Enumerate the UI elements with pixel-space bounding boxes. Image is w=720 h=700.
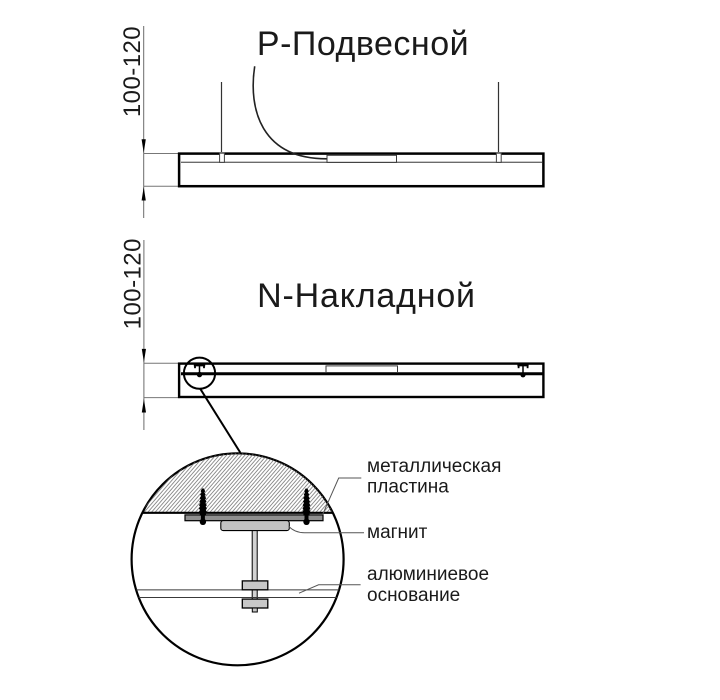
- svg-text:пластина: пластина: [367, 477, 449, 498]
- svg-text:Р-Подвесной: Р-Подвесной: [257, 25, 469, 63]
- svg-text:основание: основание: [367, 585, 460, 606]
- svg-text:алюминиевое: алюминиевое: [367, 564, 489, 585]
- svg-text:100-120: 100-120: [119, 26, 146, 117]
- svg-text:металлическая: металлическая: [367, 456, 501, 477]
- svg-text:100-120: 100-120: [119, 238, 146, 329]
- svg-text:N-Накладной: N-Накладной: [257, 277, 476, 315]
- svg-text:магнит: магнит: [367, 522, 428, 543]
